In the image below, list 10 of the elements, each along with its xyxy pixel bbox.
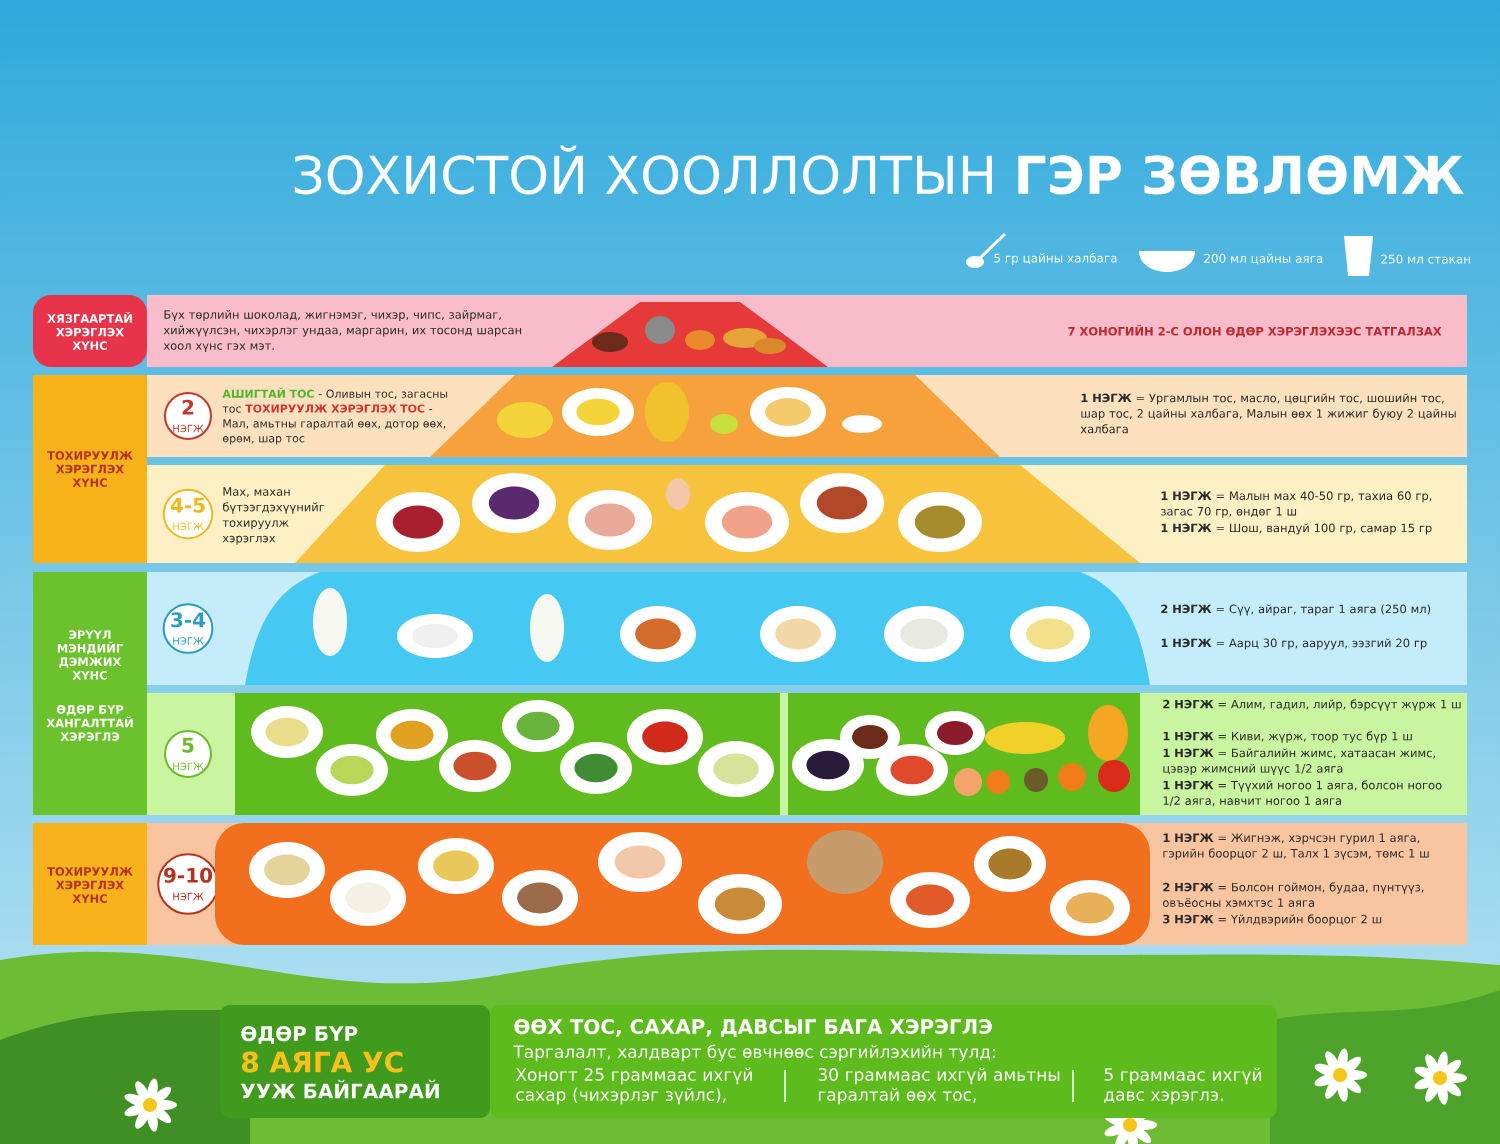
category-label-box: ТОХИРУУЛЖ ХЭРЭГЛЭХ ХҮНС [33,375,147,563]
legend-label: 200 мл цайны аяга [1204,253,1323,265]
legend-label: 250 мл стакан [1381,254,1470,264]
tip-banner: ӨӨХ ТОС, САХАР, ДАВСЫГ БАГА ХЭРЭГЛЭ Таргалалт, халдварт бус өвчнөөс сэргийлэхийн тулд: Хоногт 25 граммаас ихгүй сахар (чихэрлэг зүйлс), 30 граммаас ихгүй амьтны гаралтай өөх тос, 5 граммаас ихгүй давс хэрэглэ. [490,1005,1277,1118]
title: ЗОХИСТОЙ ХООЛЛОЛТЫН ГЭР ЗӨВЛӨМЖ [294,145,1464,195]
category-label-box: ТОХИРУУЛЖ ХЭРЭГЛЭХ ХҮНС [33,823,147,945]
category-label-box: ХЯЗГААРТАЙ ХЭРЭГЛЭХ ХҮНС [33,295,147,367]
category-label-box: ЭРҮҮЛ МЭНДИЙГ ДЭМЖИХ ХҮНС ӨДӨР БҮР ХАНГАЛТТАЙ ХЭРЭГЛЭ [33,572,147,815]
tip-banner: ӨДӨР БҮР 8 АЯГА УС УУЖ БАЙГААРАЙ [220,1005,490,1118]
legend-label: 5 гр цайны халбага [994,253,1117,265]
